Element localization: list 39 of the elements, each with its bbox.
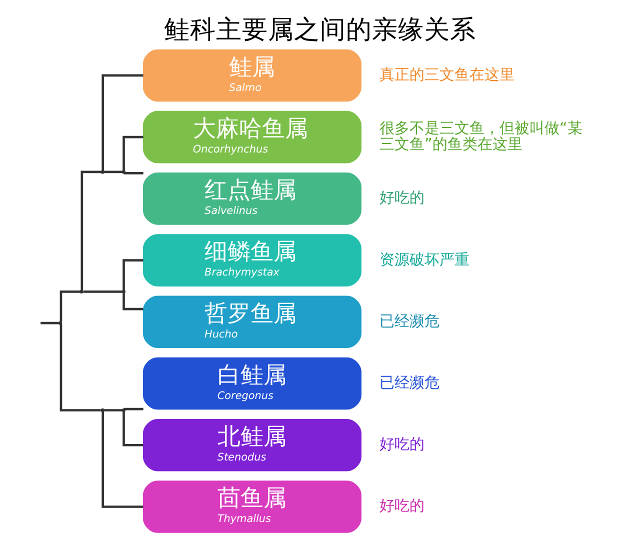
node-point — [58, 321, 62, 325]
connector — [122, 293, 144, 310]
node-label: 好吃的 — [379, 496, 424, 515]
connector — [122, 412, 144, 446]
connector — [60, 324, 101, 412]
connector — [102, 412, 144, 508]
connector — [122, 136, 144, 170]
node-box: 鲑属 Salmo — [142, 49, 362, 102]
connector — [104, 170, 122, 174]
node-point — [122, 408, 126, 412]
connector — [83, 290, 122, 293]
node-box: 哲罗鱼属 Hucho — [142, 296, 362, 348]
connector — [60, 290, 80, 322]
connector — [122, 259, 144, 290]
connector — [124, 172, 144, 174]
connector — [102, 74, 144, 171]
connector — [80, 170, 102, 290]
node-point — [100, 408, 104, 412]
node-box: 茴鱼属 Thymallus — [142, 480, 362, 533]
connector — [124, 408, 144, 410]
node-label: 真正的三文鱼在这里 — [379, 65, 514, 84]
node-label: 已经濒危 — [379, 373, 440, 392]
node-box: 细鳞鱼属 Brachymystax — [142, 234, 362, 286]
node-point — [122, 290, 126, 294]
node-box: 大麻哈鱼属 Oncorhynchus — [142, 110, 362, 164]
node-label: 好吃的 — [379, 188, 424, 207]
diagram-title: 鲑科主要属之间的亲缘关系 — [164, 14, 476, 45]
node-point — [122, 170, 126, 174]
node-point — [100, 170, 104, 174]
node-label: 好吃的 — [379, 435, 424, 454]
node-label: 很多不是三文鱼，但被叫做“某三文鱼”的鱼类在这里 — [379, 118, 582, 154]
node-box: 红点鲑属 Salvelinus — [142, 172, 362, 225]
connector — [40, 322, 59, 324]
connector — [104, 409, 122, 412]
node-label: 资源破坏严重 — [379, 250, 470, 268]
node-label: 已经濒危 — [379, 312, 440, 330]
node-box: 白鲑属 Coregonus — [142, 357, 362, 410]
node-box: 北鲑属 Stenodus — [142, 418, 362, 472]
node-point — [80, 290, 84, 294]
